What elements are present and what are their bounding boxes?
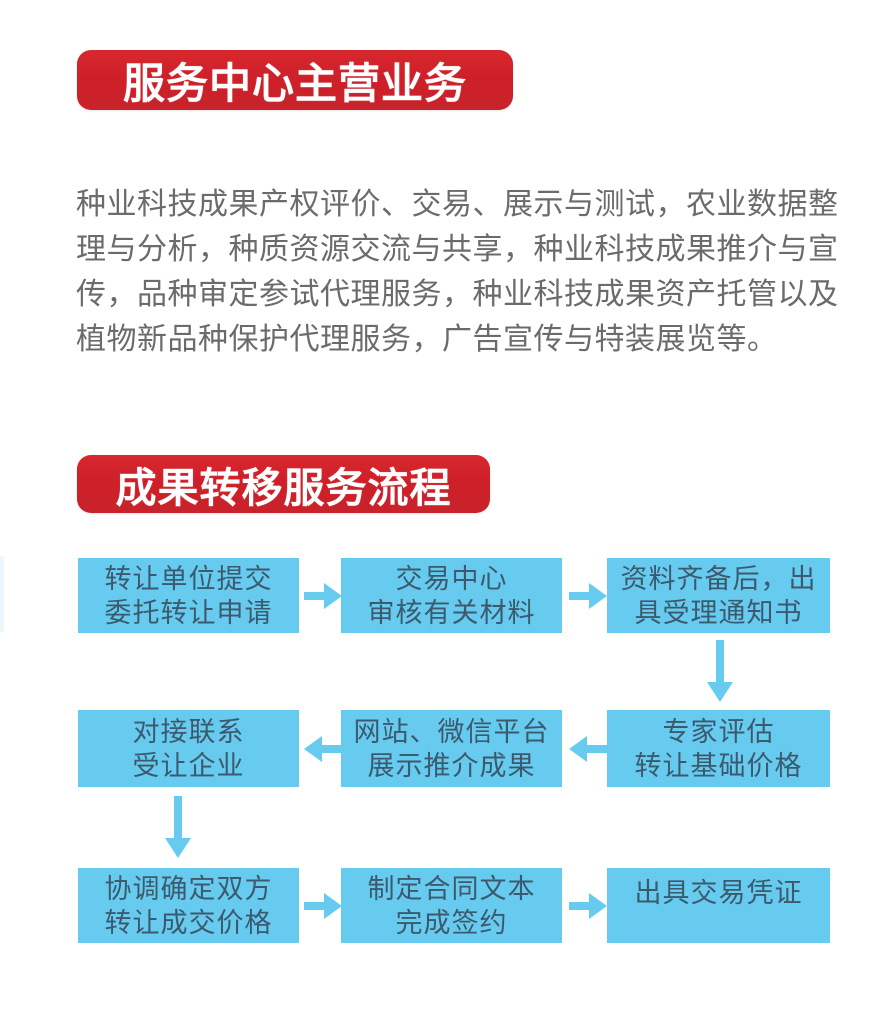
flow-step-line: 委托转让申请: [104, 597, 273, 628]
flow-step-line: 完成签约: [395, 907, 508, 938]
flow-step-line: 协调确定双方: [104, 873, 273, 904]
arrow-head: [304, 736, 322, 762]
flow-step-line: 转让单位提交: [104, 563, 273, 594]
flow-step-center-review-materials[interactable]: 交易中心 审核有关材料: [341, 558, 562, 633]
flow-arrow-right-1: [304, 583, 342, 609]
flow-arrow-right-2: [569, 583, 607, 609]
flow-step-submit-application[interactable]: 转让单位提交 委托转让申请: [78, 558, 299, 633]
arrow-head: [324, 893, 342, 919]
flow-step-issue-transaction-certificate[interactable]: 出具交易凭证: [607, 868, 830, 943]
left-edge-artifact: [0, 556, 4, 632]
flow-arrow-down-1: [707, 640, 733, 702]
main-business-paragraph: 种业科技成果产权评价、交易、展示与测试，农业数据整理与分析，种质资源交流与共享，…: [76, 188, 839, 356]
flow-step-expert-appraisal[interactable]: 专家评估 转让基础价格: [607, 710, 830, 787]
arrow-shaft: [585, 745, 607, 753]
flow-step-line: 审核有关材料: [367, 597, 536, 628]
arrow-head: [589, 583, 607, 609]
arrow-shaft: [320, 745, 342, 753]
flow-step-promote-on-website-wechat[interactable]: 网站、微信平台 展示推介成果: [341, 710, 562, 787]
flow-step-line: 转让基础价格: [634, 750, 803, 781]
arrow-shaft: [304, 592, 326, 600]
flow-step-line: 对接联系: [132, 716, 245, 747]
flow-step-line: 专家评估: [662, 716, 775, 747]
flow-step-line: 具受理通知书: [634, 597, 803, 628]
arrow-shaft: [569, 902, 591, 910]
flow-arrow-down-2: [165, 796, 191, 858]
section-badge-main-business-label: 服务中心主营业务: [122, 59, 467, 107]
arrow-head: [589, 893, 607, 919]
flow-arrow-left-2: [569, 736, 607, 762]
flow-step-issue-acceptance-notice[interactable]: 资料齐备后，出 具受理通知书: [607, 558, 830, 633]
flow-step-negotiate-price[interactable]: 协调确定双方 转让成交价格: [78, 868, 299, 943]
flow-step-contact-transferee[interactable]: 对接联系 受让企业: [78, 710, 299, 787]
section-badge-transfer-flow: 成果转移服务流程: [77, 455, 490, 513]
flow-step-line: 制定合同文本: [367, 873, 536, 904]
arrow-shaft: [569, 592, 591, 600]
flow-step-line: 转让成交价格: [104, 907, 273, 938]
arrow-head: [569, 736, 587, 762]
arrow-head: [324, 583, 342, 609]
arrow-shaft: [304, 902, 326, 910]
flow-arrow-right-4: [569, 893, 607, 919]
arrow-head: [707, 682, 733, 702]
flow-step-line: 出具交易凭证: [634, 878, 803, 908]
flow-step-sign-contract[interactable]: 制定合同文本 完成签约: [341, 868, 562, 943]
arrow-shaft: [716, 640, 724, 684]
flow-arrow-left-1: [304, 736, 342, 762]
section-badge-main-business: 服务中心主营业务: [77, 50, 513, 110]
flow-arrow-right-3: [304, 893, 342, 919]
flow-step-line: 资料齐备后，出: [620, 563, 817, 594]
section-badge-transfer-flow-label: 成果转移服务流程: [115, 465, 452, 511]
flow-step-line: 展示推介成果: [367, 750, 536, 781]
flow-step-line: 网站、微信平台: [353, 716, 550, 747]
arrow-shaft: [174, 796, 182, 840]
arrow-head: [165, 838, 191, 858]
flow-step-line: 交易中心: [395, 563, 508, 594]
flow-step-line: 受让企业: [132, 750, 245, 781]
